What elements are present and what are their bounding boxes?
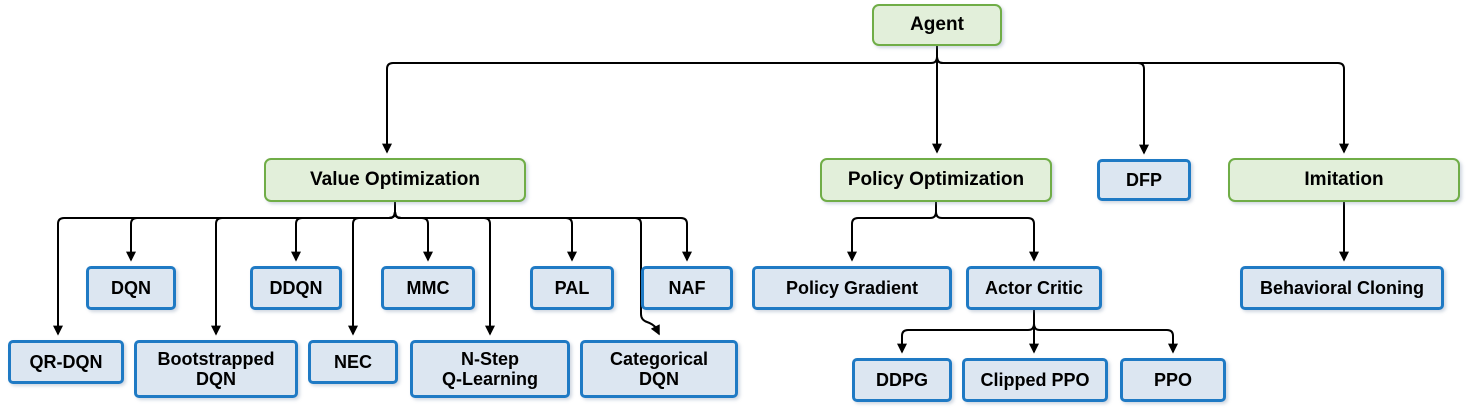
node-agent[interactable]: Agent [872,4,1002,46]
node-nec[interactable]: NEC [308,340,398,384]
edge-po-actor-critic [935,202,1039,262]
node-label-pal: PAL [554,277,590,298]
node-label-bootstrapped_dqn: Bootstrapped DQN [157,348,275,389]
node-ddpg[interactable]: DDPG [852,358,952,402]
node-label-agent: Agent [910,14,964,36]
edge-vo-naf [394,202,692,262]
node-imitation[interactable]: Imitation [1228,158,1460,202]
node-behavioral_cloning[interactable]: Behavioral Cloning [1240,266,1444,310]
node-ddqn[interactable]: DDQN [250,266,342,310]
node-label-behavioral_cloning: Behavioral Cloning [1259,277,1425,298]
edge-vo-dqn [126,202,396,262]
edge-po-policy-gradient [847,202,937,262]
node-label-ppo: PPO [1153,369,1192,390]
node-label-ddpg: DDPG [875,369,928,390]
node-ppo[interactable]: PPO [1120,358,1226,402]
node-label-nec: NEC [333,351,372,372]
node-label-dfp: DFP [1126,169,1162,190]
node-label-actor_critic: Actor Critic [984,277,1083,298]
node-label-mmc: MMC [406,277,450,298]
node-actor_critic[interactable]: Actor Critic [966,266,1102,310]
node-naf[interactable]: NAF [641,266,733,310]
node-policy_optimization[interactable]: Policy Optimization [820,158,1052,202]
node-qr_dqn[interactable]: QR-DQN [8,340,124,384]
node-label-imitation: Imitation [1304,169,1384,191]
node-mmc[interactable]: MMC [381,266,475,310]
node-label-categorical_dqn: Categorical DQN [609,348,709,389]
node-clipped_ppo[interactable]: Clipped PPO [962,358,1108,402]
edge-agent-imitation [936,46,1349,154]
node-label-policy_optimization: Policy Optimization [847,169,1025,191]
node-label-clipped_ppo: Clipped PPO [980,369,1090,390]
edge-agent-dfp [936,46,1149,155]
edge-agent-value-optimization [382,46,938,154]
node-value_optimization[interactable]: Value Optimization [264,158,526,202]
node-label-ddqn: DDQN [269,277,323,298]
edge-ac-ppo [1033,310,1178,354]
edge-vo-pal [394,202,577,262]
node-label-qr_dqn: QR-DQN [29,351,103,372]
node-label-policy_gradient: Policy Gradient [785,277,919,298]
node-categorical_dqn[interactable]: Categorical DQN [580,340,738,398]
node-label-value_optimization: Value Optimization [310,169,480,191]
node-dfp[interactable]: DFP [1097,159,1191,201]
node-pal[interactable]: PAL [530,266,614,310]
node-label-dqn: DQN [111,277,151,298]
node-policy_gradient[interactable]: Policy Gradient [752,266,952,310]
node-label-n_step_q_learning: N-Step Q-Learning [441,348,538,389]
edge-vo-mmc [394,202,433,262]
node-bootstrapped_dqn[interactable]: Bootstrapped DQN [134,340,298,398]
edge-ac-ddpg [897,310,1035,354]
edge-vo-ddqn [291,202,396,262]
node-dqn[interactable]: DQN [86,266,176,310]
node-n_step_q_learning[interactable]: N-Step Q-Learning [410,340,570,398]
node-label-naf: NAF [668,277,706,298]
